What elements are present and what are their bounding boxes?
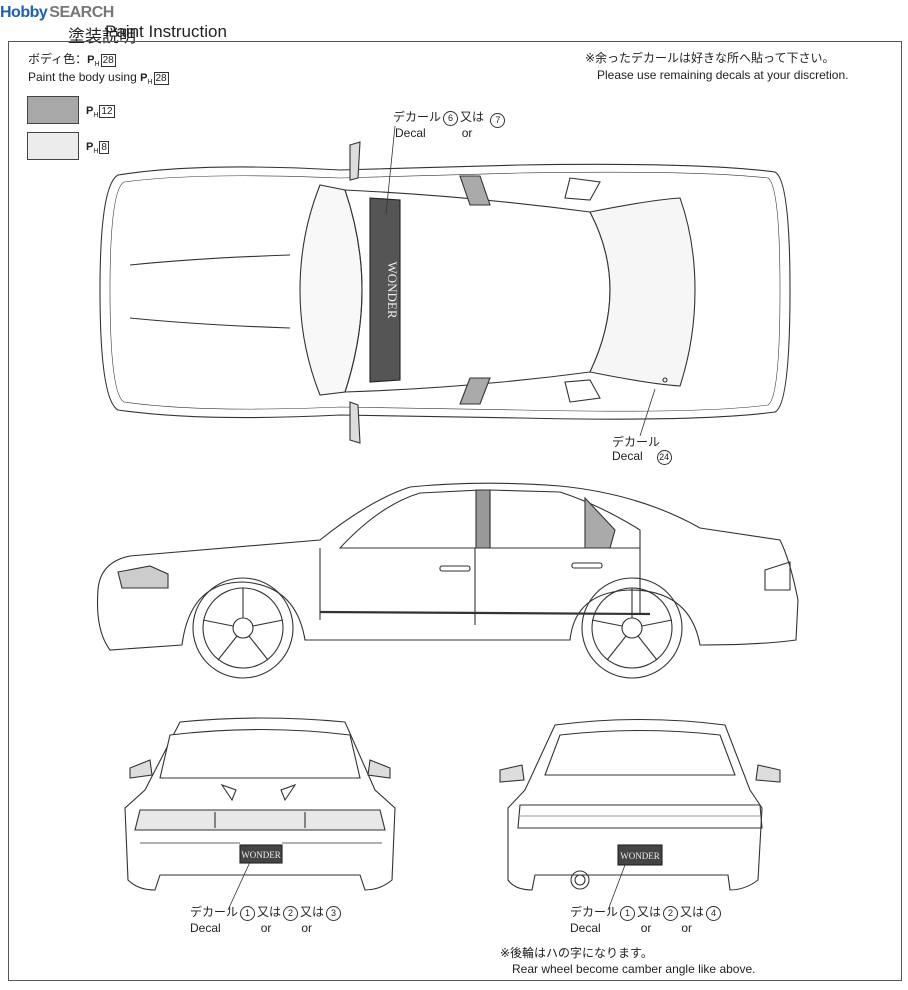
swatch-light-grey: [27, 132, 79, 160]
decal-wonder-rear: WONDER: [620, 851, 660, 861]
camber-note-en: Rear wheel become camber angle like abov…: [512, 962, 756, 976]
car-side-view: [96, 482, 799, 679]
decal-note-jp: ※余ったデカールは好きな所へ貼って下さい。: [585, 51, 835, 65]
car-rear-view: WONDER: [499, 718, 781, 911]
car-top-view: WONDER: [99, 125, 791, 444]
swatch-dark-grey: [27, 96, 79, 124]
decal-wonder-front: WONDER: [241, 850, 281, 860]
camber-note-jp: ※後輪はハの字になります。: [500, 946, 653, 960]
decal-note-en: Please use remaining decals at your disc…: [597, 68, 849, 82]
car-front-view: WONDER: [124, 717, 396, 911]
instruction-frame: [8, 41, 902, 981]
page-title: Paint Instruction: [105, 22, 227, 41]
decal-wonder-top: WONDER: [385, 261, 400, 318]
